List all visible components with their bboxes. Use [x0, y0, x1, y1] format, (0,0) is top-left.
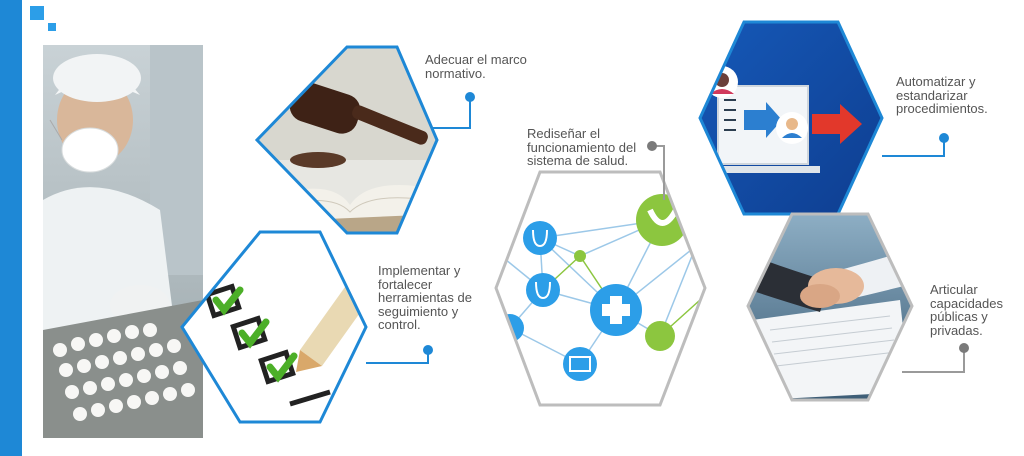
label-marco: Adecuar el marco normativo. [425, 52, 527, 81]
checklist-image [180, 230, 368, 424]
connector-dot-herramientas [423, 345, 433, 355]
health-network-image [494, 170, 707, 407]
connector-dot-marco [465, 92, 475, 102]
left-accent-strip [0, 0, 22, 456]
connector-automatizar [882, 138, 945, 157]
connector-marco [432, 97, 471, 129]
lab-worker-photo [43, 45, 203, 438]
logo-square-large [30, 6, 44, 20]
gavel-book-image [254, 45, 439, 235]
logo-square-small [48, 23, 56, 31]
label-rediseno: Rediseñar el funcionamiento del sistema … [527, 126, 637, 168]
workflow-computer-image [698, 20, 884, 216]
connector-articular [902, 348, 965, 373]
label-herramientas: Implementar y fortalecer herramientas de… [378, 263, 472, 332]
label-articular: Articular capacidades públicas y privada… [930, 282, 1003, 338]
connector-dot-articular [959, 343, 969, 353]
connector-dot-rediseno [647, 141, 657, 151]
connector-herramientas [366, 350, 429, 364]
handshake-image [746, 212, 914, 402]
label-automatizar: Automatizar y estandarizar procedimiento… [896, 74, 988, 116]
connector-dot-automatizar [939, 133, 949, 143]
